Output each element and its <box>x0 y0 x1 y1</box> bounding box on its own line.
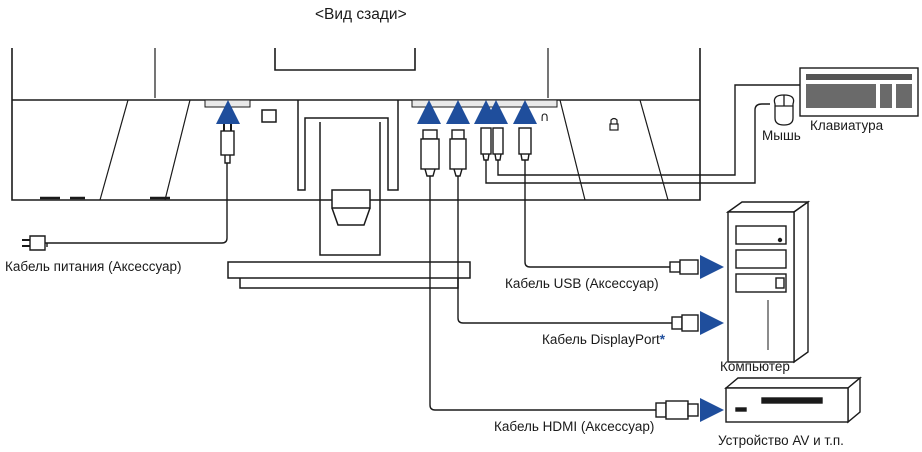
stand <box>227 100 471 289</box>
keyboard-icon <box>799 67 919 117</box>
connector-panel <box>411 99 558 108</box>
hdmi-cable <box>420 129 699 420</box>
diagram-title: <Вид сзади> <box>315 6 407 23</box>
port-arrows <box>417 100 537 124</box>
power-port-recess <box>204 99 251 108</box>
displayport-cable <box>449 129 699 332</box>
headphone-icon: ∩ <box>540 110 550 125</box>
hdmi-cable-label: Кабель HDMI (Аксессуар) <box>494 419 655 434</box>
usb-b-cable <box>518 127 699 275</box>
mouse-label: Мышь <box>762 128 801 143</box>
displayport-cable-text: Кабель DisplayPort <box>542 332 660 347</box>
displayport-cable-label: Кабель DisplayPort* <box>542 332 665 348</box>
displayport-footnote-mark: * <box>659 332 665 347</box>
power-cable <box>22 124 235 251</box>
av-device-icon <box>724 376 862 424</box>
power-cable-label: Кабель питания (Аксессуар) <box>5 259 182 274</box>
computer-label: Компьютер <box>720 359 790 374</box>
computer-icon <box>725 200 811 364</box>
av-device-label: Устройство AV и т.п. <box>718 433 844 448</box>
keyboard-label: Клавиатура <box>810 118 884 133</box>
usb-cable-label: Кабель USB (Аксессуар) <box>505 276 659 291</box>
mouse-icon <box>773 94 795 126</box>
monitor-back <box>11 48 701 201</box>
kensington-lock-icon <box>609 117 619 131</box>
